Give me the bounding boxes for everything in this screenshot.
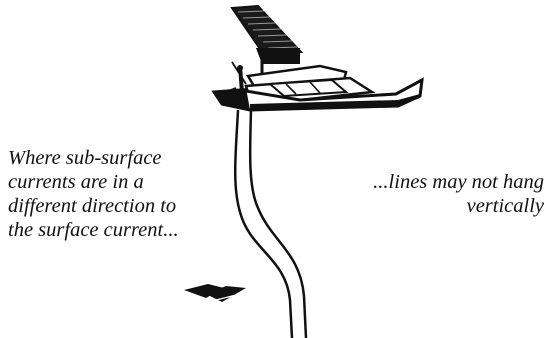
fishing-line bbox=[235, 110, 306, 338]
fishing-line-right-edge bbox=[250, 110, 306, 338]
caption-left-line: different direction to bbox=[8, 194, 223, 218]
caption-left-line: currents are in a bbox=[8, 170, 223, 194]
flag-body bbox=[232, 6, 301, 52]
boat-window bbox=[270, 80, 346, 96]
flag-lower-block bbox=[256, 48, 300, 64]
caption-right-line: ...lines may not hang bbox=[329, 170, 544, 194]
fishing-line-left-edge bbox=[235, 110, 292, 338]
caption-lines-not-vertical: ...lines may not hang vertically bbox=[329, 170, 544, 218]
caption-subsurface-currents: Where sub-surface currents are in a diff… bbox=[8, 146, 223, 242]
caption-left-line: the surface current... bbox=[8, 218, 223, 242]
caption-right-line: vertically bbox=[329, 194, 544, 218]
current-direction-arrow-icon bbox=[184, 284, 246, 302]
sport-fishing-boat-icon bbox=[214, 62, 422, 110]
caption-left-line: Where sub-surface bbox=[8, 146, 223, 170]
flag-icon bbox=[232, 6, 301, 76]
